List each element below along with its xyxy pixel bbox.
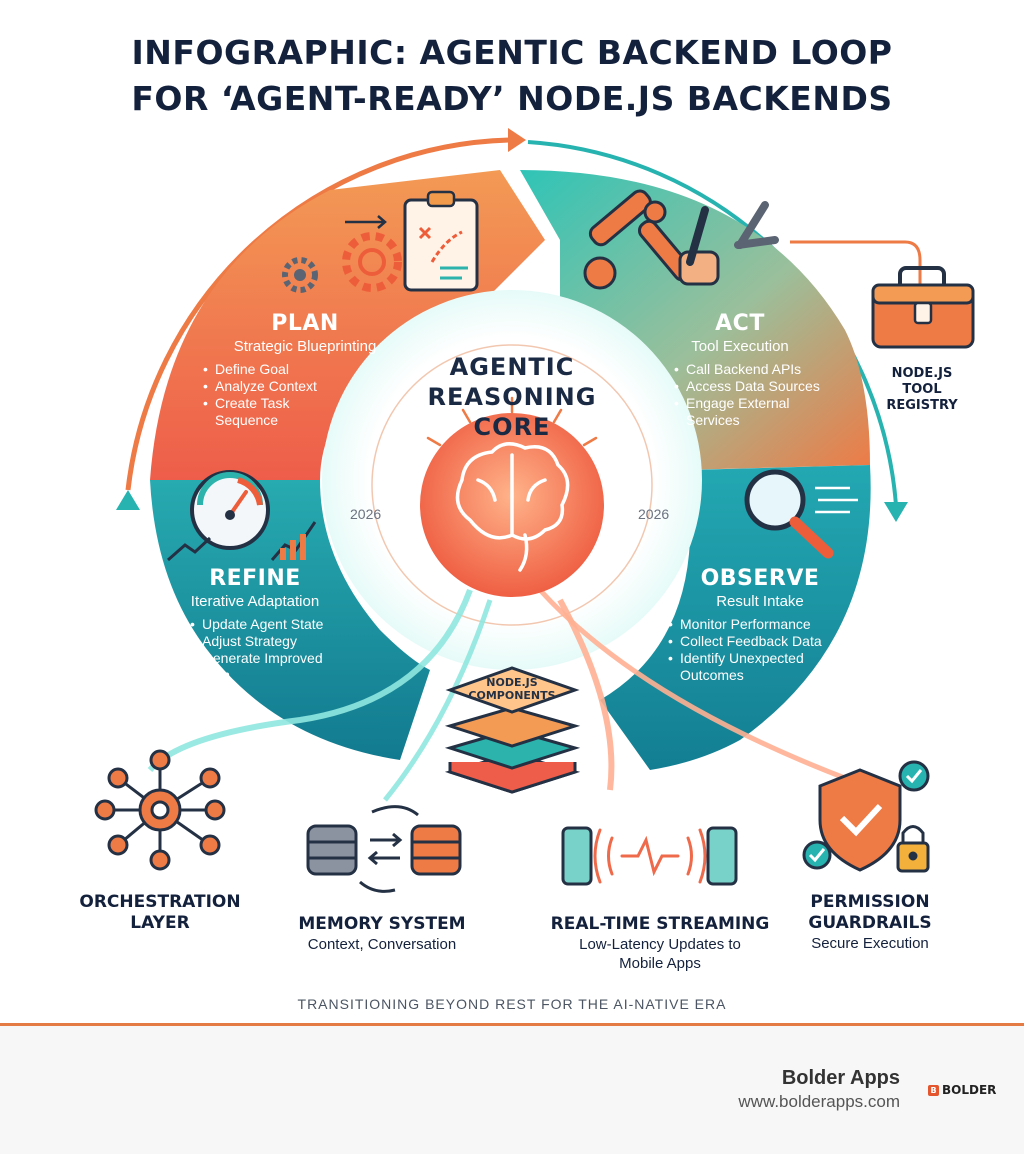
- brain-rays: [426, 396, 598, 447]
- footer-tagline: TRANSITIONING BEYOND REST FOR THE AI-NAT…: [297, 996, 727, 1012]
- plan-title: PLAN: [271, 311, 339, 336]
- brand-name: Bolder Apps: [781, 1067, 900, 1089]
- list-item: Adjust Strategy: [190, 633, 350, 650]
- list-item: Identify Unexpected Outcomes: [668, 650, 858, 684]
- year-left: 2026: [350, 506, 382, 522]
- core-ring: [371, 344, 653, 626]
- shield-icon: [802, 760, 930, 872]
- list-item: Generate Improved Plan: [190, 650, 350, 684]
- component-title: MEMORY SYSTEM: [298, 914, 466, 934]
- list-item: Monitor Performance: [668, 616, 858, 633]
- core-title-line-1: AGENTIC: [449, 353, 575, 381]
- core-label: AGENTIC REASONING CORE: [392, 352, 632, 442]
- component-title: REAL-TIME STREAMING: [550, 914, 770, 934]
- registry-connector: [790, 240, 922, 285]
- observe-label: OBSERVE Result Intake Monitor Performanc…: [660, 566, 860, 684]
- stream-left: [147, 588, 473, 773]
- component-subtitle: Low-Latency Updates to Mobile Apps: [579, 936, 741, 972]
- core-title-line-2: REASONING CORE: [427, 383, 597, 441]
- brain-icon: [455, 442, 570, 572]
- list-item: Collect Feedback Data: [668, 633, 858, 650]
- list-item: Call Backend APIs: [674, 361, 844, 378]
- gear-icon: [282, 232, 402, 293]
- components-stack-icon: [444, 666, 581, 794]
- stream-right-2: [538, 588, 851, 783]
- component-title: ORCHESTRATION LAYER: [79, 892, 241, 933]
- component-subtitle: Context, Conversation: [307, 936, 457, 953]
- refine-label: REFINE Iterative Adaptation Update Agent…: [150, 566, 360, 684]
- component-memory: MEMORY SYSTEM Context, Conversation: [292, 914, 472, 954]
- list-item: Access Data Sources: [674, 378, 844, 395]
- refine-list: Update Agent State Adjust Strategy Gener…: [190, 616, 350, 684]
- components-stack-label: NODE.JS COMPONENTS: [468, 676, 556, 702]
- divider: [0, 1023, 1024, 1026]
- list-item: Analyze Context: [203, 378, 353, 395]
- stream-left-2: [383, 599, 493, 802]
- refine-subtitle: Iterative Adaptation: [190, 593, 320, 610]
- title-line-1: INFOGRAPHIC: AGENTIC BACKEND LOOP: [131, 33, 893, 72]
- list-item: Create Task Sequence: [203, 395, 353, 429]
- orchestration-hub-icon: [94, 749, 226, 871]
- observe-list: Monitor Performance Collect Feedback Dat…: [668, 616, 858, 684]
- plan-list: Define Goal Analyze Context Create Task …: [203, 361, 353, 429]
- wrench-icon: [686, 201, 779, 266]
- toolbox-icon: [871, 266, 975, 349]
- component-streaming: REAL-TIME STREAMING Low-Latency Updates …: [540, 914, 780, 973]
- outer-arrowhead-right: [884, 502, 908, 522]
- plan-subtitle: Strategic Blueprinting: [233, 338, 377, 355]
- clipboard-icon: [345, 190, 479, 292]
- database-icon: [306, 805, 462, 893]
- phone-icon: [561, 826, 738, 886]
- plan-label: PLAN Strategic Blueprinting Define Goal …: [195, 311, 415, 429]
- logo-text: BOLDER: [942, 1083, 997, 1097]
- list-item: Engage External Services: [674, 395, 844, 429]
- component-title: PERMISSION GUARDRAILS: [808, 892, 932, 933]
- component-guardrails: PERMISSION GUARDRAILS Secure Execution: [790, 892, 950, 953]
- list-item: Define Goal: [203, 361, 353, 378]
- lock-icon: [896, 825, 930, 873]
- component-subtitle: Secure Execution: [811, 935, 929, 952]
- title-line-2: FOR ‘AGENT-READY’ NODE.JS BACKENDS: [131, 79, 893, 118]
- act-label: ACT Tool Execution Call Backend APIs Acc…: [640, 311, 840, 429]
- component-orchestration: ORCHESTRATION LAYER: [75, 892, 245, 934]
- act-title: ACT: [715, 311, 765, 336]
- bottom-band: [0, 1026, 1024, 1154]
- outer-arrowhead-top: [508, 128, 526, 152]
- outer-arrowhead-left: [116, 490, 140, 510]
- act-list: Call Backend APIs Access Data Sources En…: [674, 361, 844, 429]
- observe-subtitle: Result Intake: [716, 593, 804, 610]
- growth-chart-icon: [167, 521, 317, 562]
- magnifier-icon: [744, 469, 858, 559]
- brand-url[interactable]: www.bolderapps.com: [738, 1092, 900, 1111]
- observe-title: OBSERVE: [700, 566, 820, 591]
- tool-registry-label: NODE.JS TOOL REGISTRY: [886, 366, 958, 413]
- brand-block: Bolder Apps www.bolderapps.com: [738, 1067, 900, 1112]
- page-title: INFOGRAPHIC: AGENTIC BACKEND LOOP FOR ‘A…: [0, 30, 1024, 122]
- act-subtitle: Tool Execution: [691, 338, 789, 355]
- year-right: 2026: [638, 506, 670, 522]
- gauge-icon: [190, 470, 270, 550]
- list-item: Update Agent State: [190, 616, 350, 633]
- signal-wave-icon: [593, 828, 707, 884]
- logo-mark-icon: B: [928, 1085, 939, 1096]
- refine-title: REFINE: [209, 566, 301, 591]
